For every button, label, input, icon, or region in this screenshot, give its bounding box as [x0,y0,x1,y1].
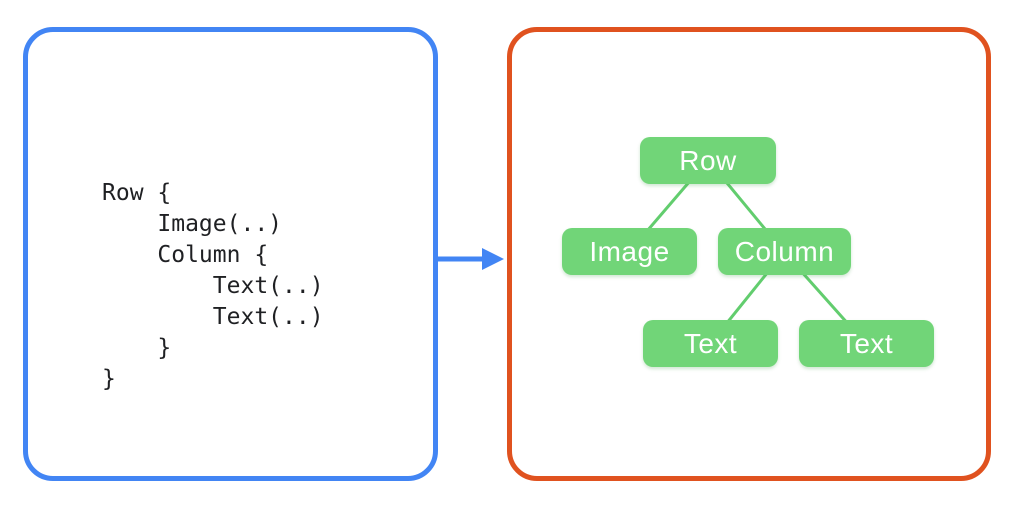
arrow-head [482,248,504,270]
tree-node-text-2: Text [799,320,934,367]
tree-node-image: Image [562,228,697,275]
code-panel: Row { Image(..) Column { Text(..) Text(.… [23,27,438,481]
tree-node-row: Row [640,137,776,184]
code-block: Row { Image(..) Column { Text(..) Text(.… [102,180,324,392]
tree-panel: Row Image Column Text Text [507,27,991,481]
tree-node-text-1: Text [643,320,778,367]
tree-node-column: Column [718,228,851,275]
arrow-right-icon [436,248,504,270]
